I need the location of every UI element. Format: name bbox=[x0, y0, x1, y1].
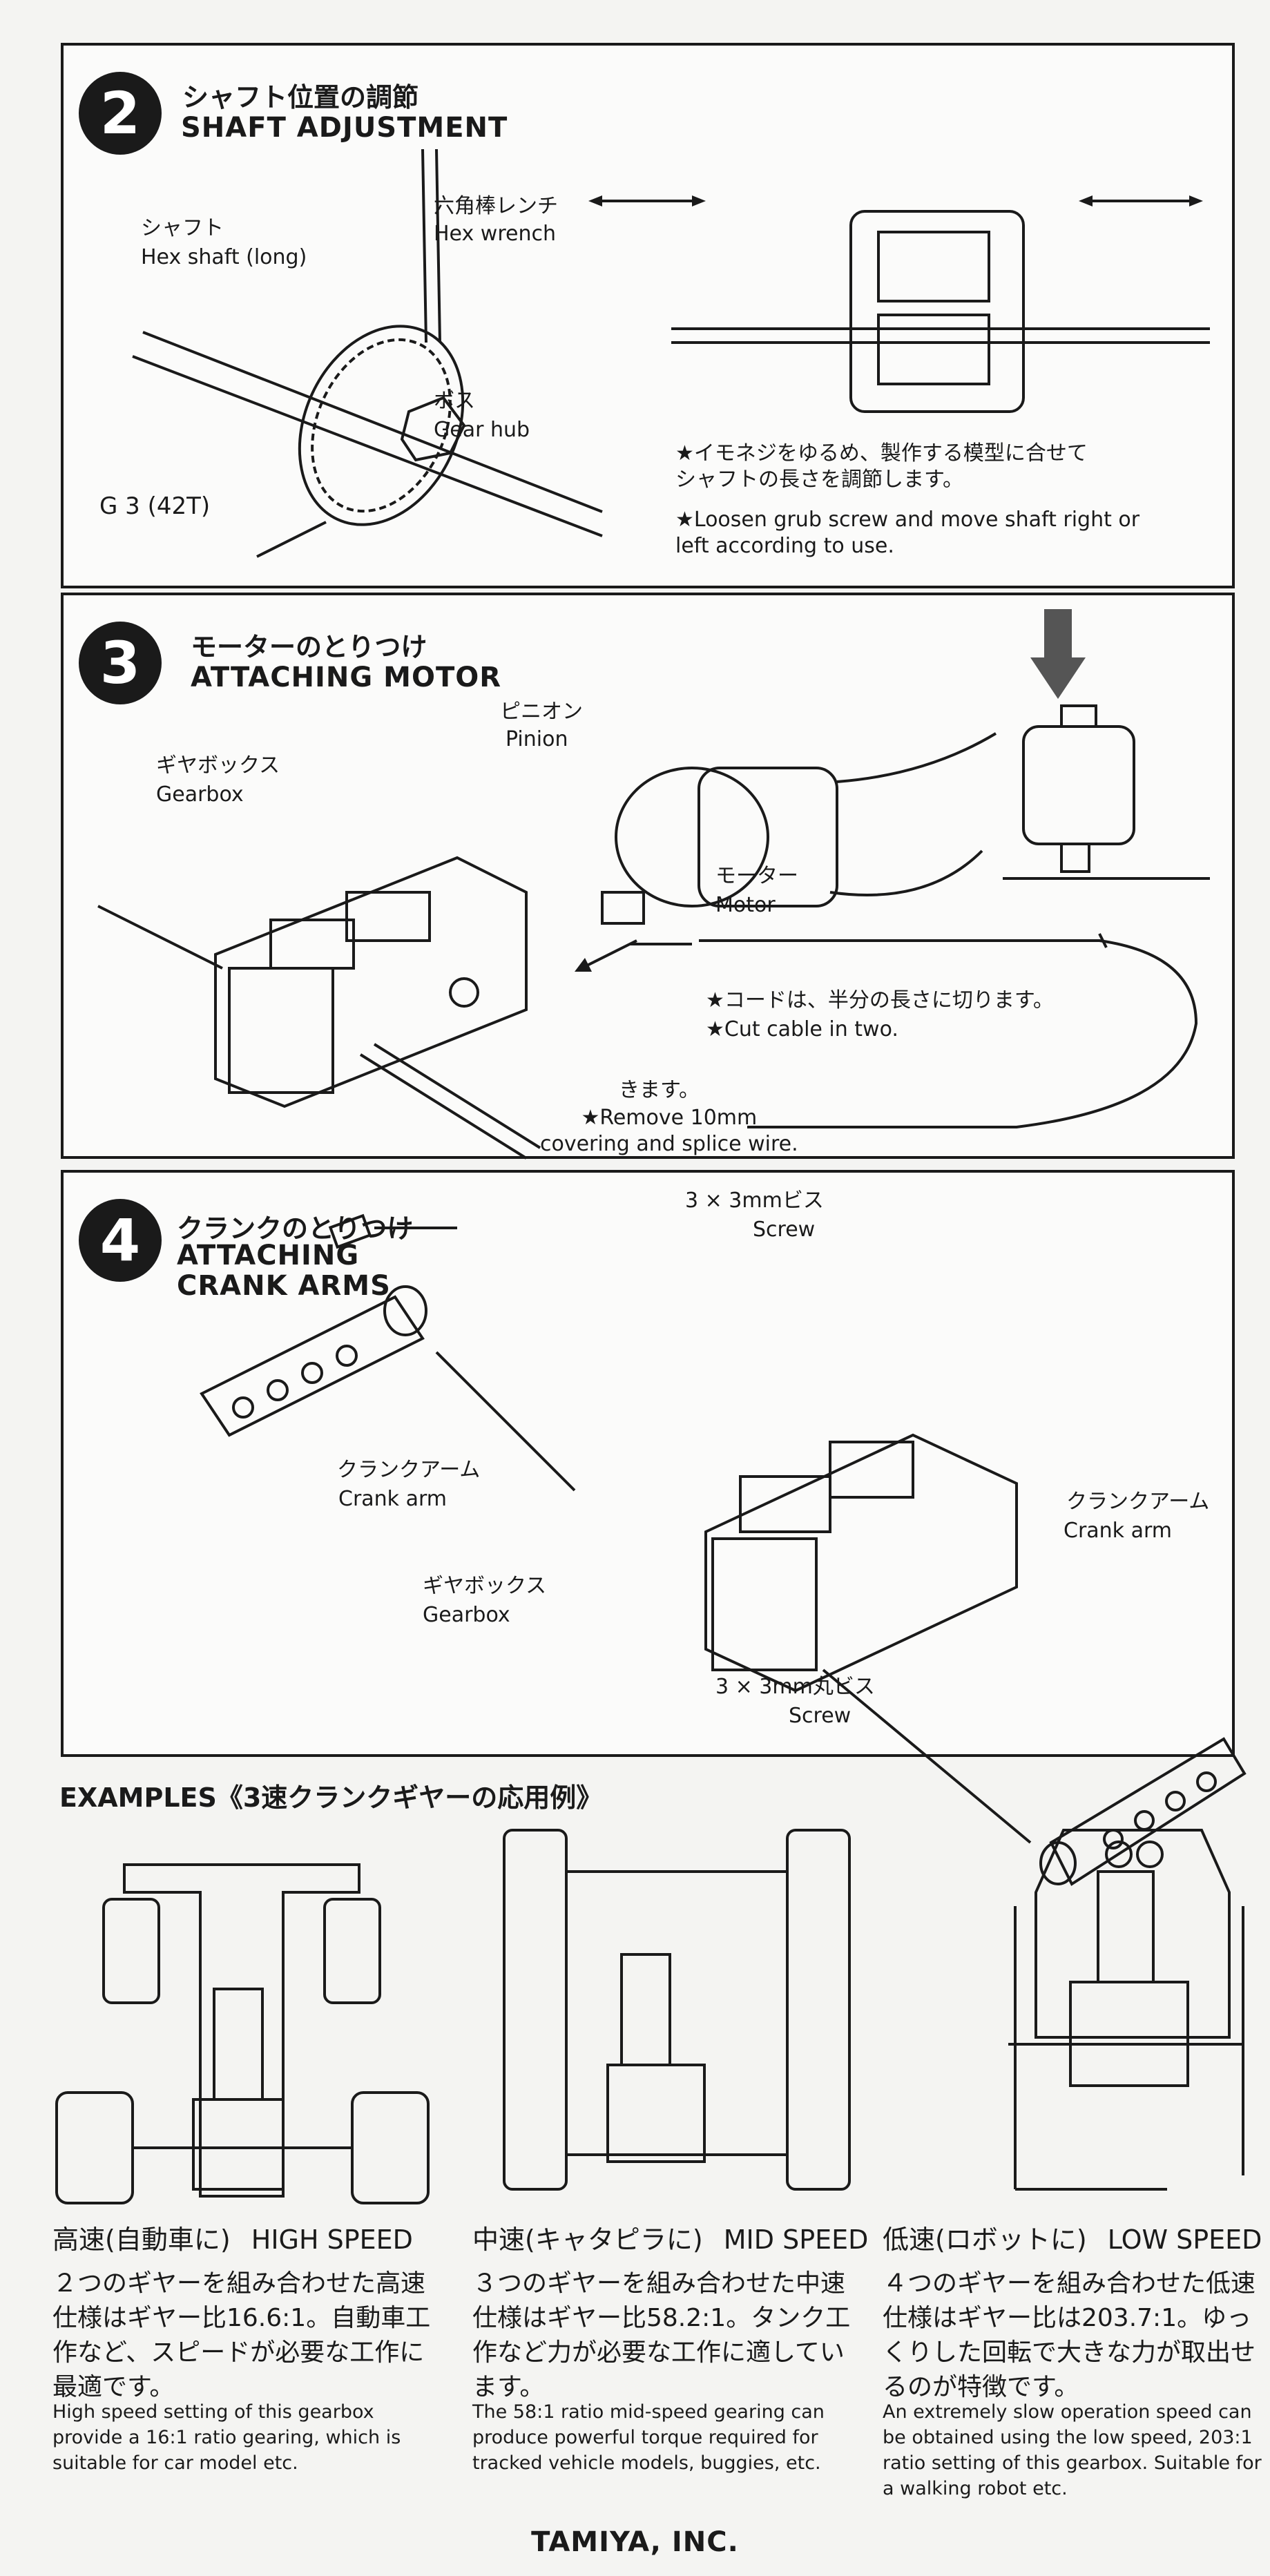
hex-wrench-label-en: Hex wrench bbox=[434, 222, 556, 246]
hex-wrench-label-ja: 六角棒レンチ bbox=[434, 194, 558, 218]
high-speed-body-en: High speed setting of this gearbox provi… bbox=[52, 2401, 401, 2474]
high-speed-title-en: HIGH SPEED bbox=[251, 2224, 413, 2255]
cut-cable-note-ja: ★コードは、半分の長さに切ります。 bbox=[706, 988, 1054, 1012]
step3-title-ja: モーターのとりつけ bbox=[191, 632, 427, 662]
cable-illustration bbox=[630, 933, 1198, 1128]
mid-speed-title-en: MID SPEED bbox=[723, 2224, 869, 2255]
screw-bottom-label-en: Screw bbox=[789, 1704, 852, 1728]
step2-note-en: ★Loosen grub screw and move shaft right … bbox=[675, 508, 1140, 558]
step4-panel: 4 クランクのとりつけ ATTACHING CRANK ARMS 3 × 3mm… bbox=[61, 1170, 1247, 1886]
step3-panel: 3 モーターのとりつけ ATTACHING MOTOR ピニオン Pinion … bbox=[61, 593, 1235, 1160]
examples-heading: EXAMPLES《3速クランクギヤーの応用例》 bbox=[59, 1782, 603, 1813]
gearbox4-label-en: Gearbox bbox=[423, 1603, 510, 1627]
step4-title-ja: クランクのとりつけ bbox=[177, 1213, 414, 1244]
step2-title-ja: シャフト位置の調節 bbox=[182, 82, 419, 113]
step3-number: 3 bbox=[79, 622, 162, 704]
step2-note-ja: ★イモネジをゆるめ、製作する模型に合せて シャフトの長さを調節します。 bbox=[675, 441, 1088, 492]
mid-speed-tank-illustration bbox=[503, 1829, 851, 2191]
low-speed-title: 低速(ロボットに) LOW SPEED bbox=[883, 2218, 1262, 2256]
step4-title-en: ATTACHING CRANK ARMS bbox=[177, 1240, 391, 1302]
step2-number: 2 bbox=[79, 72, 162, 155]
pinion-label-ja: ピニオン bbox=[500, 700, 583, 724]
gearbox4-label-ja: ギヤボックス bbox=[423, 1574, 547, 1598]
low-speed-title-ja: 低速(ロボットに) bbox=[883, 2224, 1087, 2255]
screw-top-label-ja: 3 × 3mmビス bbox=[685, 1189, 824, 1213]
motor-label-ja: モーター bbox=[715, 864, 798, 888]
crank-right-label-ja: クランクアーム bbox=[1066, 1490, 1210, 1514]
low-speed-body-ja: ４つのギヤーを組み合わせた低速仕様はギヤー比は203.7:1。ゆっくりした回転で… bbox=[883, 2269, 1256, 2401]
step4-number: 4 bbox=[79, 1199, 162, 1282]
low-speed-robot-illustration bbox=[1008, 1829, 1244, 2191]
pinion-label-en: Pinion bbox=[506, 727, 568, 751]
high-speed-body-ja: ２つのギヤーを組み合わせた高速仕様はギヤー比16.6:1。自動車工作など、スピー… bbox=[52, 2269, 431, 2401]
high-speed-title: 高速(自動車に) HIGH SPEED bbox=[52, 2218, 413, 2256]
shaft-label-en: Hex shaft (long) bbox=[141, 245, 307, 269]
crank-left-label-en: Crank arm bbox=[338, 1487, 448, 1511]
low-speed-title-en: LOW SPEED bbox=[1107, 2224, 1262, 2255]
gearbox-label-en: Gearbox bbox=[156, 782, 244, 807]
screw-top-label-en: Screw bbox=[753, 1218, 816, 1242]
gear-label: G 3 (42T) bbox=[99, 492, 211, 520]
footer-brand: TAMIYA, INC. bbox=[531, 2526, 739, 2558]
crank-left-label-ja: クランクアーム bbox=[337, 1458, 481, 1482]
shaft-label-ja: シャフト bbox=[141, 216, 224, 240]
crank-right-label-en: Crank arm bbox=[1064, 1519, 1173, 1543]
mid-speed-body-en: The 58:1 ratio mid-speed gearing can pro… bbox=[472, 2401, 825, 2474]
boss-label-ja: ボス bbox=[434, 389, 475, 413]
step3-title-en: ATTACHING MOTOR bbox=[191, 662, 502, 693]
mid-speed-title: 中速(キャタピラに) MID SPEED bbox=[472, 2218, 868, 2256]
low-speed-body-en: An extremely slow operation speed can be… bbox=[883, 2401, 1262, 2499]
step3-gearbox-motor-illustration bbox=[97, 732, 997, 1160]
screw-bottom-label-ja: 3 × 3mm丸ビス bbox=[715, 1675, 875, 1699]
step2-title-en: SHAFT ADJUSTMENT bbox=[181, 112, 508, 144]
mid-speed-title-ja: 中速(キャタピラに) bbox=[472, 2224, 703, 2255]
step4-crank-illustration bbox=[200, 1213, 1247, 1886]
step2-panel: 2 シャフト位置の調節 SHAFT ADJUSTMENT 六角棒レンチ Hex … bbox=[61, 43, 1235, 588]
cut-cable-note-en: ★Cut cable in two. bbox=[706, 1017, 898, 1041]
motor-label-en: Motor bbox=[715, 893, 776, 917]
step2-shaft-gear-illustration bbox=[132, 148, 603, 558]
step2-gearbox-illustration bbox=[588, 195, 1210, 413]
high-speed-title-ja: 高速(自動車に) bbox=[52, 2224, 231, 2255]
remove-note-ja: きます。 bbox=[619, 1078, 700, 1102]
mid-speed-body-ja: ３つのギヤーを組み合わせた中速仕様はギヤー比58.2:1。タンク工作など力が必要… bbox=[472, 2269, 851, 2401]
remove-note-en: ★Remove 10mm covering and splice wire. bbox=[540, 1106, 798, 1156]
high-speed-car-illustration bbox=[55, 1863, 430, 2204]
boss-label-en: Gear hub bbox=[434, 418, 530, 442]
motor-insert-illustration bbox=[1003, 609, 1210, 880]
gearbox-label-ja: ギヤボックス bbox=[156, 753, 280, 778]
